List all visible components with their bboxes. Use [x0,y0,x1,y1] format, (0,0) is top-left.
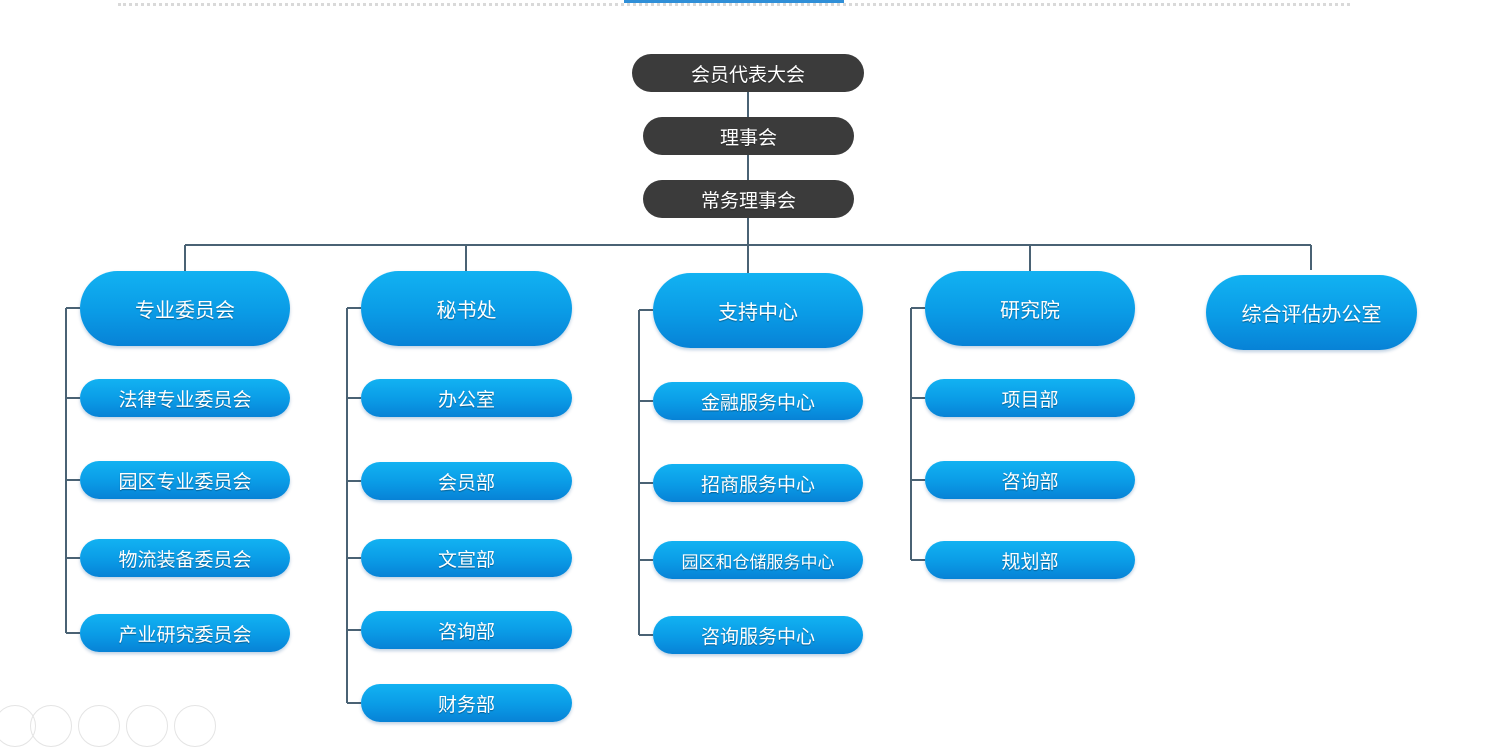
decorative-circle [30,705,72,747]
node-member-assembly: 会员代表大会 [632,54,864,92]
sub-consulting-dept: 咨询部 [361,611,572,649]
sub-investment-service-center: 招商服务中心 [653,464,863,502]
dept-assessment-office: 综合评估办公室 [1206,275,1417,350]
sub-park-warehouse-service-center: 园区和仓储服务中心 [653,541,863,579]
sub-finance-dept: 财务部 [361,684,572,722]
dept-secretariat: 秘书处 [361,271,572,346]
sub-office: 办公室 [361,379,572,417]
sub-consulting-service-center: 咨询服务中心 [653,616,863,654]
org-chart-connectors [65,92,1312,704]
sub-logistics-equipment-committee: 物流装备委员会 [80,539,290,577]
sub-project-dept: 项目部 [925,379,1135,417]
sub-finance-service-center: 金融服务中心 [653,382,863,420]
dept-support-center: 支持中心 [653,273,863,348]
top-dotted-divider [118,3,1350,6]
decorative-circle [78,705,120,747]
decorative-circle [174,705,216,747]
sub-park-committee: 园区专业委员会 [80,461,290,499]
sub-planning-dept: 规划部 [925,541,1135,579]
sub-research-consulting-dept: 咨询部 [925,461,1135,499]
dept-professional-committees: 专业委员会 [80,271,290,346]
decorative-circle [126,705,168,747]
dept-research-institute: 研究院 [925,271,1135,346]
sub-legal-committee: 法律专业委员会 [80,379,290,417]
node-standing-council: 常务理事会 [643,180,854,218]
sub-publicity-dept: 文宣部 [361,539,572,577]
sub-membership-dept: 会员部 [361,462,572,500]
node-council: 理事会 [643,117,854,155]
sub-industry-research-committee: 产业研究委员会 [80,614,290,652]
top-accent-bar [624,0,844,3]
